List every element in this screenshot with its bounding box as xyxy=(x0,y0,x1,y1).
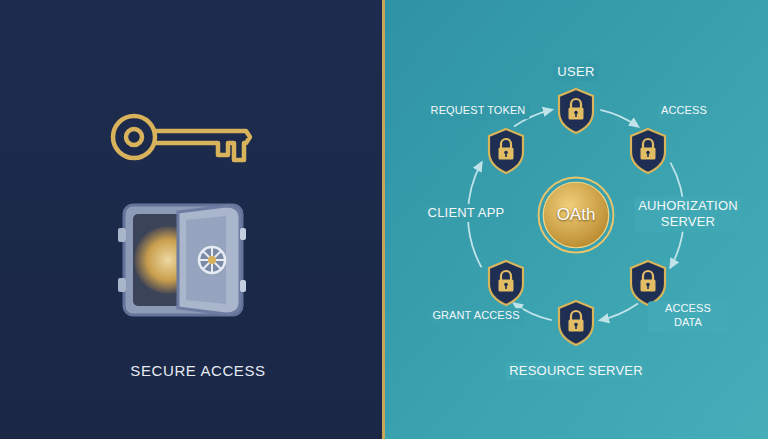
divider-line xyxy=(382,0,385,439)
flow-label: ACCESS xyxy=(657,103,711,119)
flow-label: USER xyxy=(553,63,598,81)
flow-label: CLIENT APP xyxy=(424,204,509,222)
flow-label: ACCESS DATA xyxy=(648,301,728,331)
right-panel xyxy=(385,0,768,439)
badge-text: OAth xyxy=(557,205,596,225)
panel-caption: SECURE ACCESS xyxy=(126,361,269,382)
center-badge: OAth xyxy=(537,176,615,254)
flow-label: RESOURCE SERVER xyxy=(505,362,647,380)
flow-label: AUHORIZATION SERVER xyxy=(634,197,742,232)
left-panel xyxy=(0,0,383,439)
key-icon xyxy=(113,116,250,160)
flow-label: GRANT ACCESS xyxy=(428,308,523,324)
flow-label: REQUEST TOKEN xyxy=(427,103,530,119)
vault-icon xyxy=(118,205,246,315)
